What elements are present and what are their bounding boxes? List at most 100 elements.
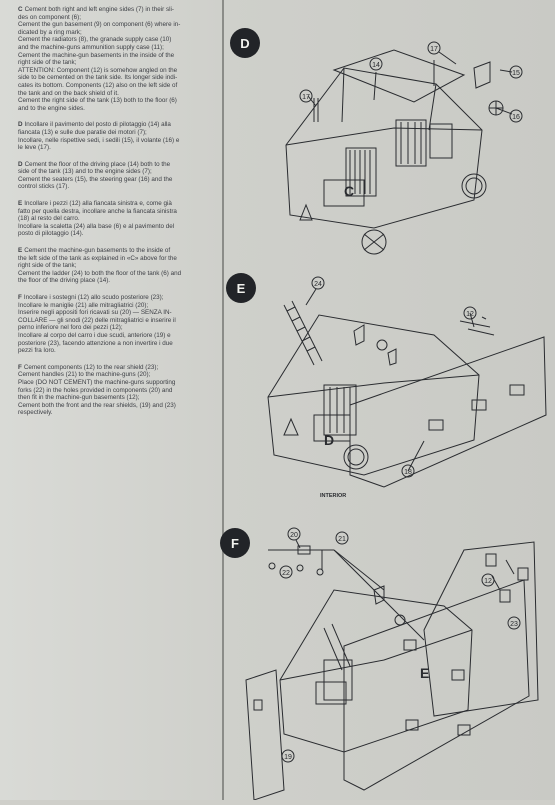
instruction-line: the floor of the driving place (14).: [18, 277, 216, 285]
callout-label: 20: [290, 532, 298, 539]
body-letter: C: [344, 183, 354, 199]
instruction-line-text: Cement the radiators (8), the granade su…: [18, 36, 172, 44]
instruction-line: respectively.: [18, 409, 216, 417]
instruction-line-text: posteriore (23), facendo attenzione a no…: [18, 339, 173, 347]
instruction-line-text: control sticks (17).: [18, 183, 70, 191]
instruction-line: and to the engine sides.: [18, 105, 216, 113]
instruction-line: dicated by a ring mark;: [18, 29, 216, 37]
instruction-line: Cement the ladder (24) to both the floor…: [18, 270, 216, 278]
callout-label: 19: [284, 754, 292, 761]
instruction-line-text: Cement the machine-gun basements in the …: [18, 51, 175, 59]
instruction-line: le leve (17).: [18, 144, 216, 152]
instruction-line-text: Cement components (12) to the rear shiel…: [23, 363, 159, 371]
instruction-line: Incollare le maniglie (21) alle mitragli…: [18, 302, 216, 310]
instruction-line-text: Cement the floor of the driving place (1…: [24, 160, 171, 168]
instruction-line-text: the tank and on the back shield of it.: [18, 89, 119, 97]
instruction-line: (18) al resto del carro.: [18, 215, 216, 223]
interior-label: INTERIOR: [320, 493, 346, 499]
step-marker: C: [18, 6, 23, 13]
ammunition-case: [315, 681, 347, 705]
step-marker: F: [18, 294, 22, 301]
instruction-line: control sticks (17).: [18, 183, 216, 191]
instruction-line: COLLARE — gli snodi (22) delle mitraglia…: [18, 317, 216, 325]
cone-part: [283, 417, 299, 436]
instruction-line-text: posto di pilotaggio (14).: [18, 230, 84, 238]
left-side-panel: [343, 579, 530, 791]
instruction-line: Cement the machine-gun basements in the …: [18, 52, 216, 60]
instruction-line: Cement the gun basement (9) on component…: [18, 21, 216, 29]
instruction-line: forks (22) in the holes provided in comp…: [18, 387, 216, 395]
instruction-line-text: respectively.: [18, 409, 53, 417]
instruction-line-text: then fit in the machine-gun basements (1…: [18, 394, 140, 402]
instruction-line-text: Cement handles (21) to the machine-guns …: [18, 371, 151, 379]
callout-label: 22: [282, 570, 290, 577]
instruction-line: then fit in the machine-gun basements (1…: [18, 394, 216, 402]
body-letter: E: [420, 665, 429, 681]
step-f-drawing: 20 21 22 12 23 19 E: [245, 527, 539, 801]
callout-label: 17: [430, 46, 438, 53]
instruction-line: Incollare la scaletta (24) alla base (6)…: [18, 223, 216, 231]
instruction-line-text: Incollare i pezzi (12) alla fiancata sin…: [24, 200, 172, 208]
front-wheel: [361, 229, 387, 255]
rear-wheel: [461, 173, 487, 199]
steering-wheel-part: [376, 339, 388, 351]
instruction-line-text: Cement the seaters (15), the steering ge…: [18, 175, 173, 183]
instruction-line: Cement the right side of the tank (13) b…: [18, 97, 216, 105]
rear-shield: [423, 541, 539, 717]
instruction-line-text: side to be cemented on the tank side. It…: [18, 74, 178, 82]
instruction-line: posto di pilotaggio (14).: [18, 230, 216, 238]
callout-label: 24: [314, 281, 322, 288]
hull-side-panel: [267, 314, 480, 476]
instruction-line-text: right side of the tank;: [18, 262, 77, 270]
ladder-part: [323, 627, 343, 671]
front-shield: [245, 669, 285, 801]
instruction-line: ATTENTION: Component (12) is somehow ang…: [18, 67, 216, 75]
callout-label: 23: [510, 621, 518, 628]
instruction-line-text: pezzi fra loro.: [18, 347, 56, 355]
step-e-badge: E: [226, 273, 256, 303]
instruction-line: Cement both the front and the rear shiel…: [18, 402, 216, 410]
left-side-panel: [349, 336, 547, 488]
front-wheel: [343, 444, 369, 470]
instruction-line: the tank and on the back shield of it.: [18, 90, 216, 98]
step-d-diagram: D: [224, 10, 555, 265]
instruction-line: Incollare, nelle rispettive sedi, i sedi…: [18, 137, 216, 145]
steering-wheel-part: [394, 614, 406, 626]
step-marker: D: [18, 121, 23, 129]
seat-part: [473, 61, 491, 89]
instruction-line-text: Incollare al corpo del carro i due scudi…: [18, 331, 171, 339]
step-e-diagram: E: [224, 265, 555, 510]
step-f-diagram: F: [220, 520, 555, 801]
instruction-line: Cement handles (21) to the machine-guns …: [18, 371, 216, 379]
instruction-line-text: Incollare le maniglie (21) alle mitragli…: [18, 301, 149, 309]
seat-part: [353, 324, 365, 346]
step-marker: F: [18, 363, 22, 371]
instruction-line-text: Inserire negli appositi fori ricavati su…: [18, 309, 172, 317]
instruction-line: des on component (6);: [18, 14, 216, 22]
ammunition-case: [323, 179, 365, 207]
instruction-line: side to be cemented on the tank side. It…: [18, 74, 216, 82]
instruction-line-text: Cement both the front and the rear shiel…: [18, 401, 176, 409]
radiator-part: [345, 147, 377, 197]
instruction-line-text: right side of the tank;: [18, 59, 77, 67]
step-d-drawing: 14 17 15 17 16 C: [285, 41, 523, 255]
instruction-line-text: Incollare i sostegni (12) allo scudo pos…: [23, 294, 164, 301]
instruction-line: side of the tank (13) and to the engine …: [18, 168, 216, 176]
callout-label: 15: [512, 70, 520, 77]
hull-side-panel: [285, 67, 483, 229]
callout-circle: [311, 276, 325, 290]
instruction-line-text: ATTENTION: Component (12) is somehow ang…: [18, 66, 178, 74]
instruction-line-text: dicated by a ring mark;: [18, 28, 82, 36]
